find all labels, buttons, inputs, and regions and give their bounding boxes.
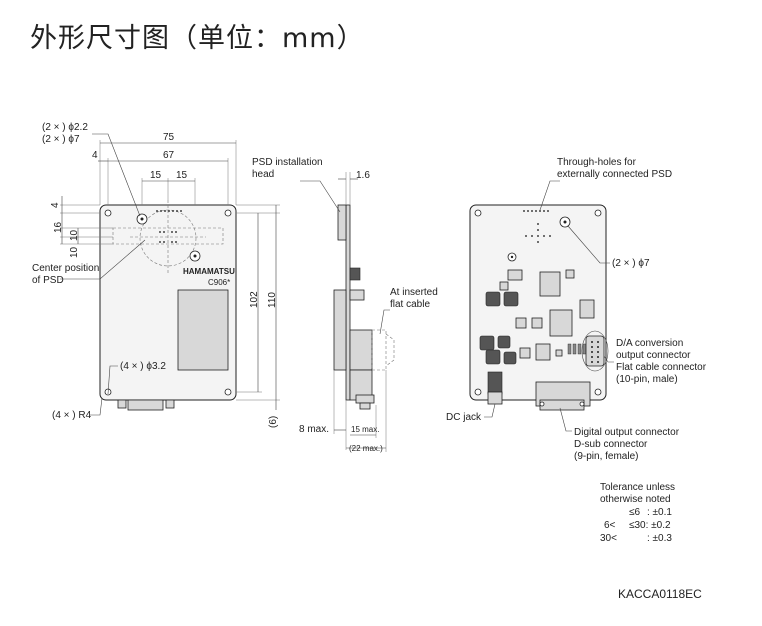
dim-15-left: 15 — [150, 170, 162, 181]
da-label-4: (10-pin, male) — [616, 374, 678, 385]
through-holes-label-1: Through-holes for — [557, 157, 637, 168]
dim-6: (6) — [268, 416, 279, 428]
dim-15max: 15 max. — [351, 425, 379, 434]
dim-15-right: 15 — [176, 170, 188, 181]
dim-1-6: 1.6 — [356, 170, 370, 181]
hole-large-callout: (2 × ) ϕ7 — [42, 134, 80, 145]
da-connector — [585, 335, 605, 367]
dc-jack — [487, 391, 503, 405]
page-title: 外形尺寸图（单位：mm） — [30, 23, 365, 54]
mount-hole-tl — [104, 209, 112, 217]
tolerance-r1a: ≤6 — [629, 507, 640, 518]
digital-label-3: (9-pin, female) — [574, 451, 638, 462]
digital-label-2: D-sub connector — [574, 439, 648, 450]
brand-label: HAMAMATSU — [183, 267, 235, 276]
model-label: C906* — [208, 278, 230, 287]
mount-hole-br — [224, 388, 232, 396]
center-label-2: of PSD — [32, 275, 64, 286]
digital-label-1: Digital output connector — [574, 427, 680, 438]
ic-large — [539, 271, 561, 297]
corner-radius-callout: (4 × ) R4 — [52, 410, 92, 421]
dsub-front — [127, 399, 164, 411]
dim-16: 16 — [53, 221, 64, 233]
dim-10b: 10 — [69, 246, 80, 258]
mount-holes-callout: (4 × ) ϕ3.2 — [120, 361, 166, 372]
dim-22max: (22 max.) — [349, 444, 383, 453]
dim-10a: 10 — [69, 229, 80, 241]
back-view: Through-holes for externally connected P… — [446, 157, 707, 462]
center-label-1: Center position — [32, 263, 99, 274]
psd-head-label-1: PSD installation — [252, 157, 323, 168]
dim-67: 67 — [163, 150, 175, 161]
tolerance-r3b: : ±0.3 — [647, 533, 672, 544]
da-label-2: output connector — [616, 350, 691, 361]
tolerance-line2: otherwise noted — [600, 494, 671, 505]
side-board — [345, 204, 351, 401]
front-view: HAMAMATSU C906* 75 67 4 15 15 (2 × ) ϕ2.… — [32, 122, 280, 428]
dim-75: 75 — [163, 132, 175, 143]
da-label-1: D/A conversion — [616, 338, 683, 349]
tolerance-r1b: : ±0.1 — [647, 507, 672, 518]
mount-hole-tr — [224, 209, 232, 217]
tolerance-r3a: 30< — [600, 533, 617, 544]
dim-4-top: 4 — [92, 150, 98, 161]
psd-head-label-2: head — [252, 169, 274, 180]
dim-110: 110 — [267, 292, 278, 308]
tolerance-r2a: 6< — [604, 520, 616, 531]
dim-8max: 8 max. — [299, 424, 329, 435]
back-hole-callout: (2 × ) ϕ7 — [612, 258, 650, 269]
dc-jack-label: DC jack — [446, 412, 482, 423]
ic-mid — [549, 309, 573, 337]
tolerance-table: Tolerance unless otherwise noted ≤6 : ±0… — [600, 482, 675, 544]
da-label-3: Flat cable connector — [616, 362, 707, 373]
side-view: PSD installation head 1.6 At inserted fl… — [252, 157, 438, 453]
drawing-code: KACCA0118EC — [618, 587, 702, 601]
tolerance-line1: Tolerance unless — [600, 482, 675, 493]
psd-head-side — [337, 204, 347, 241]
through-holes-label-2: externally connected PSD — [557, 169, 672, 180]
tolerance-r2b: ≤30: ±0.2 — [629, 520, 671, 531]
dim-4-side: 4 — [50, 202, 61, 208]
cable-label-2: flat cable — [390, 299, 430, 310]
label-window — [177, 289, 229, 371]
hole-small-callout: (2 × ) ϕ2.2 — [42, 122, 88, 133]
cable-label-1: At inserted — [390, 287, 438, 298]
dim-102: 102 — [249, 291, 260, 308]
